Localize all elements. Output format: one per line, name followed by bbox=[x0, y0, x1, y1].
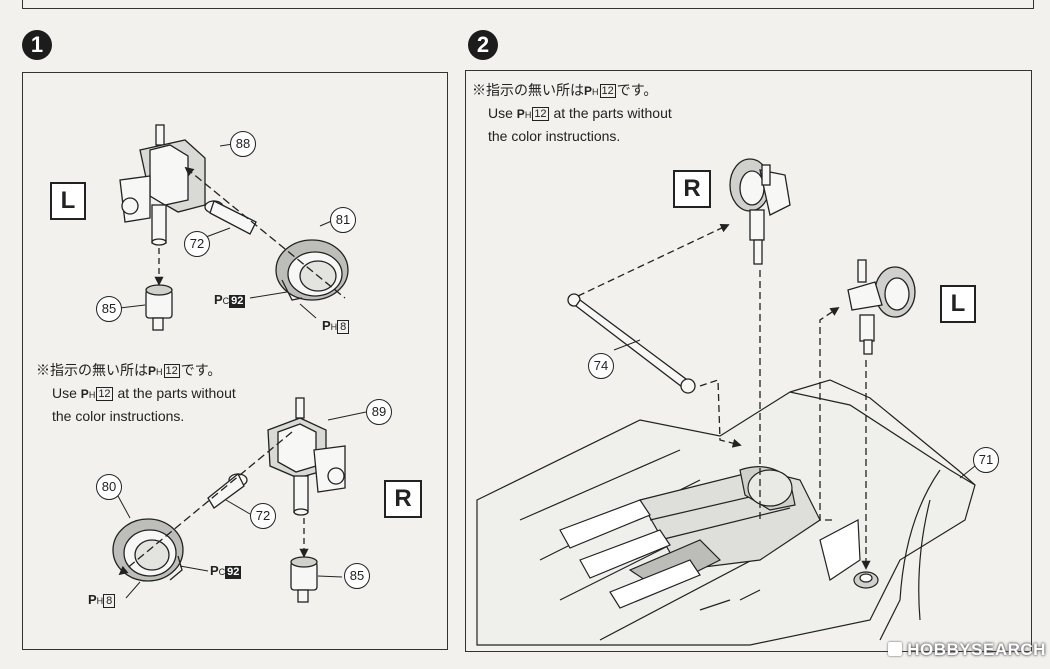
watermark-brand: HOBBY bbox=[907, 640, 972, 659]
step1-l-upright bbox=[119, 124, 206, 246]
part-88: 88 bbox=[230, 131, 256, 157]
step1-l-cap bbox=[275, 239, 349, 301]
step1-r-cap bbox=[112, 518, 184, 582]
step1-side-label-l: L bbox=[50, 182, 86, 220]
watermark-logo-icon bbox=[888, 642, 902, 656]
step1-r-upright bbox=[267, 397, 346, 516]
step2-side-label-r: R bbox=[673, 170, 711, 208]
part-72-r: 72 bbox=[250, 503, 276, 529]
part-81: 81 bbox=[330, 207, 356, 233]
step2-side-label-l: L bbox=[940, 285, 976, 323]
step1-r-shaft bbox=[207, 472, 248, 509]
step2-tie-rod bbox=[567, 293, 696, 394]
part-72-l: 72 bbox=[184, 231, 210, 257]
part-89: 89 bbox=[366, 399, 392, 425]
step-1-panel bbox=[22, 72, 448, 650]
chassis-floor bbox=[476, 379, 976, 646]
part-71: 71 bbox=[973, 447, 999, 473]
step2-l-knuckle bbox=[847, 259, 916, 355]
watermark: HOBBYSEARCH bbox=[888, 640, 1046, 660]
step1-l-shaft bbox=[204, 200, 257, 235]
top-frame-edge bbox=[22, 0, 1034, 9]
step2-r-knuckle bbox=[729, 158, 791, 265]
step1-l-bushing bbox=[145, 284, 173, 331]
part-85-r: 85 bbox=[344, 563, 370, 589]
step-2-badge: 2 bbox=[468, 30, 498, 60]
part-74: 74 bbox=[588, 353, 614, 379]
watermark-suffix: SEARCH bbox=[971, 640, 1046, 659]
part-85-l: 85 bbox=[96, 296, 122, 322]
step1-side-label-r: R bbox=[384, 480, 422, 518]
part-80: 80 bbox=[96, 474, 122, 500]
step1-r-bushing bbox=[290, 556, 318, 603]
step-1-badge: 1 bbox=[22, 30, 52, 60]
